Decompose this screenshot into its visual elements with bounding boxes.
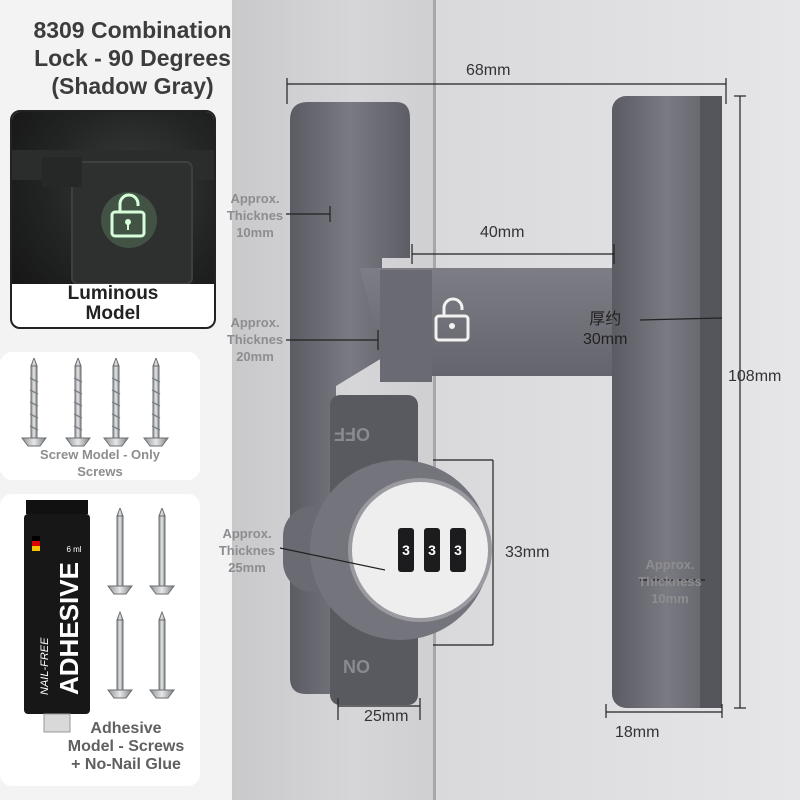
- thickness-cn-label: 厚约 30mm: [583, 310, 627, 350]
- thickness-note-handle-line-2: Thickness: [638, 574, 702, 589]
- thickness-note-handle: Approx. Thickness 10mm: [628, 556, 712, 607]
- combination-dial: 3 3 3: [283, 460, 492, 640]
- thickness-note-top: Approx. Thicknes 10mm: [216, 190, 294, 241]
- dim-gap: 40mm: [480, 224, 525, 241]
- tube-sub-word: NAIL-FREE: [39, 637, 51, 695]
- luminous-label-line-2: Model: [85, 303, 141, 324]
- title-line-2: Lock - 90 Degrees: [34, 45, 231, 71]
- adhesive-model-label: Adhesive Model - Screws + No-Nail Glue: [56, 720, 196, 774]
- luminous-label-line-1: Luminous: [67, 283, 159, 304]
- dim-handle-width: 18mm: [615, 724, 660, 741]
- product-title: 8309 Combination Lock - 90 Degrees (Shad…: [10, 16, 255, 100]
- thickness-note-middle-line-3: 20mm: [236, 349, 274, 364]
- thickness-note-middle: Approx. Thicknes 20mm: [216, 314, 294, 365]
- adhesive-tube-image: 6 ml ADHESIVE NAIL-FREE: [24, 500, 90, 733]
- dial-digit-2: 3: [428, 542, 436, 558]
- dim-dial-height: 33mm: [505, 544, 550, 561]
- dimension-lines: [279, 78, 746, 720]
- screws-image: [21, 358, 169, 447]
- luminous-photo: [12, 112, 214, 285]
- title-line-1: 8309 Combination: [33, 17, 232, 43]
- dial-digit-1: 3: [402, 542, 410, 558]
- adhesive-model-line-2: Model - Screws: [67, 738, 185, 755]
- thickness-note-dial: Approx. Thicknes 25mm: [208, 525, 286, 576]
- screw-model-panel: Screw Model - Only Screws: [0, 352, 200, 480]
- thickness-note-handle-line-1: Approx.: [645, 557, 695, 572]
- thickness-note-handle-line-3: 10mm: [651, 591, 689, 606]
- title-line-3: (Shadow Gray): [51, 73, 214, 99]
- screw-model-line-2: Screws: [77, 464, 123, 479]
- thickness-note-dial-line-2: Thicknes: [218, 543, 276, 558]
- arm-lock-icon: [434, 297, 470, 342]
- thickness-cn-value: 30mm: [583, 331, 628, 348]
- dim-height: 108mm: [728, 368, 782, 385]
- adhesive-model-line-1: Adhesive: [90, 720, 162, 737]
- luminous-model-card: Luminous Model: [10, 110, 216, 329]
- glowing-lock-icon: [101, 192, 157, 248]
- plate-off-text: OFF: [334, 424, 370, 444]
- dim-bottom-width: 25mm: [364, 708, 409, 725]
- plate-on-text: ON: [343, 656, 370, 676]
- luminous-label: Luminous Model: [12, 284, 214, 324]
- adhesive-screws-image: [107, 508, 175, 699]
- adhesive-model-panel: 6 ml ADHESIVE NAIL-FREE Adhesive Model -…: [0, 494, 200, 786]
- screw-model-line-1: Screw Model - Only: [40, 447, 160, 462]
- thickness-note-dial-line-1: Approx.: [222, 526, 272, 541]
- thickness-cn-text: 厚约: [589, 311, 622, 328]
- thickness-note-middle-line-1: Approx.: [230, 315, 280, 330]
- adhesive-model-line-3: + No-Nail Glue: [71, 756, 181, 773]
- luminous-lock-image: [12, 150, 214, 285]
- dim-width-total: 68mm: [466, 62, 511, 79]
- thickness-note-top-line-1: Approx.: [230, 191, 280, 206]
- screw-model-label: Screw Model - Only Screws: [8, 446, 192, 480]
- tube-volume: 6 ml: [66, 545, 81, 554]
- dial-digit-3: 3: [454, 542, 462, 558]
- tube-brand-word: ADHESIVE: [54, 562, 84, 695]
- door-edge: [433, 0, 436, 800]
- thickness-note-middle-line-2: Thicknes: [226, 332, 284, 347]
- thickness-note-top-line-2: Thicknes: [226, 208, 284, 223]
- thickness-note-dial-line-3: 25mm: [228, 560, 266, 575]
- thickness-note-top-line-3: 10mm: [236, 225, 274, 240]
- lock-handle-right: [612, 96, 722, 708]
